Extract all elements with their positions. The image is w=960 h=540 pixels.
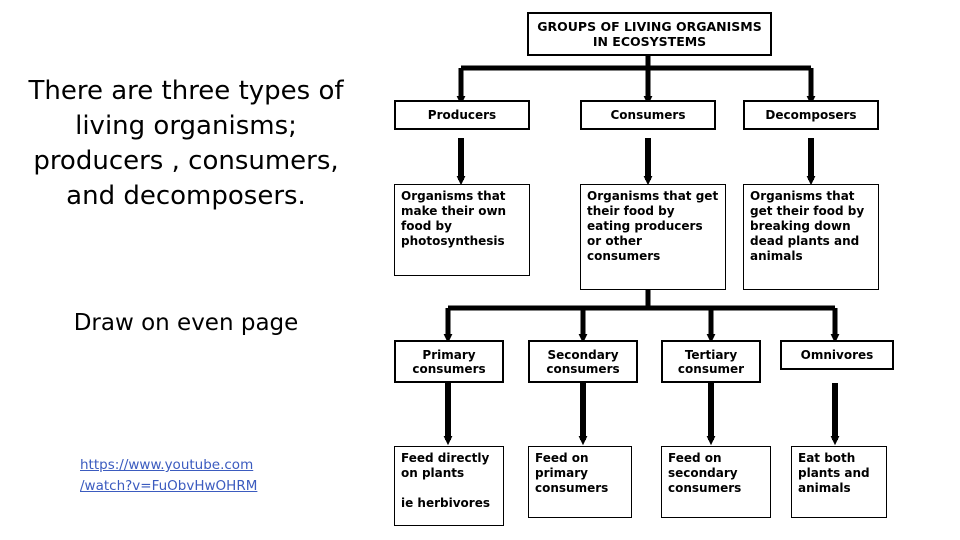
intro-paragraph: There are three types of living organism… <box>28 76 344 211</box>
video-link-line-2[interactable]: /watch?v=FuObvHwOHRM <box>80 478 258 494</box>
node-decomposers: Decomposers <box>743 100 879 130</box>
node-tertiary-consumer-description: Feed on secondary consumers <box>661 446 771 518</box>
node-tertiary-consumer-description-text: Feed on secondary consumers <box>668 451 742 495</box>
node-title-label: GROUPS OF LIVING ORGANISMS IN ECOSYSTEMS <box>537 19 762 49</box>
node-decomposers-description-text: Organisms that get their food by breakin… <box>750 189 865 263</box>
node-secondary-consumers-label: Secondary consumers <box>546 347 620 376</box>
node-secondary-consumers-description-text: Feed on primary consumers <box>535 451 609 495</box>
node-producers-label: Producers <box>427 108 497 122</box>
node-primary-consumers: Primary consumers <box>394 340 504 383</box>
node-tertiary-consumer-label: Tertiary consumer <box>677 347 745 376</box>
node-omnivores: Omnivores <box>780 340 894 370</box>
node-consumers-label: Consumers <box>610 108 686 122</box>
node-primary-consumers-description-text: Feed directly on plants ie herbivores <box>401 451 490 510</box>
node-consumers-description-text: Organisms that get their food by eating … <box>587 189 719 263</box>
node-tertiary-consumer: Tertiary consumer <box>661 340 761 383</box>
node-primary-consumers-description: Feed directly on plants ie herbivores <box>394 446 504 526</box>
node-secondary-consumers: Secondary consumers <box>528 340 638 383</box>
draw-instruction: Draw on even page <box>73 310 299 336</box>
node-decomposers-label: Decomposers <box>765 108 857 122</box>
left-panel: There are three types of living organism… <box>0 0 370 540</box>
node-omnivores-label: Omnivores <box>800 348 874 362</box>
node-consumers: Consumers <box>580 100 716 130</box>
node-secondary-consumers-description: Feed on primary consumers <box>528 446 632 518</box>
node-primary-consumers-label: Primary consumers <box>412 347 486 376</box>
node-title: GROUPS OF LIVING ORGANISMS IN ECOSYSTEMS <box>527 12 772 56</box>
node-producers-description: Organisms that make their own food by ph… <box>394 184 530 276</box>
node-decomposers-description: Organisms that get their food by breakin… <box>743 184 879 290</box>
flowchart: GROUPS OF LIVING ORGANISMS IN ECOSYSTEMS… <box>370 0 960 540</box>
node-producers-description-text: Organisms that make their own food by ph… <box>401 189 507 248</box>
node-omnivores-description-text: Eat both plants and animals <box>798 451 870 495</box>
node-consumers-description: Organisms that get their food by eating … <box>580 184 726 290</box>
video-link-line-1[interactable]: https://www.youtube.com <box>80 457 254 473</box>
node-omnivores-description: Eat both plants and animals <box>791 446 887 518</box>
video-link[interactable]: https://www.youtube.com /watch?v=FuObvHw… <box>80 455 310 497</box>
node-producers: Producers <box>394 100 530 130</box>
